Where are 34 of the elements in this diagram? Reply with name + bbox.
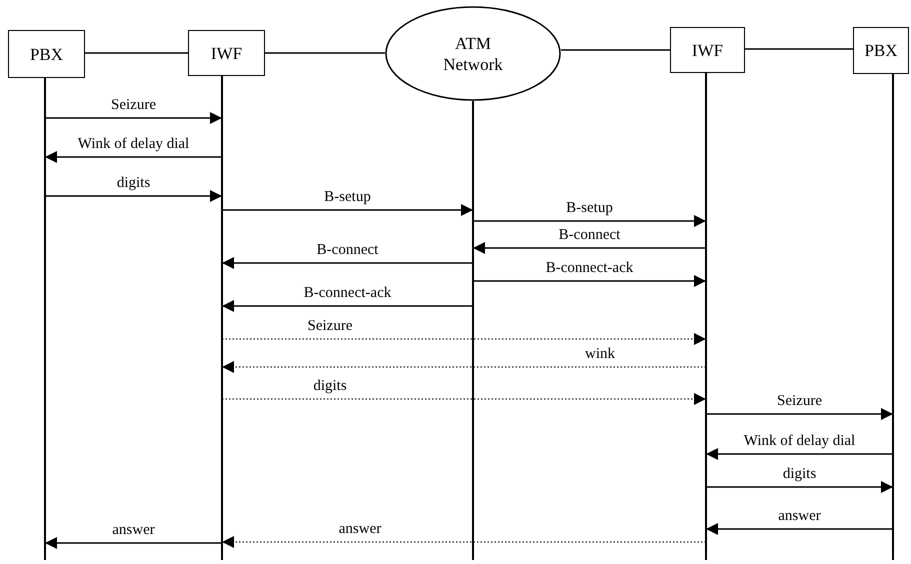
message-arrow bbox=[706, 481, 893, 493]
connector-line bbox=[85, 52, 188, 54]
message-arrow bbox=[706, 448, 893, 460]
node-label: IWF bbox=[210, 42, 242, 64]
message-arrow bbox=[222, 333, 706, 345]
message-arrow bbox=[706, 523, 893, 535]
edge-label: Wink of delay dial bbox=[742, 433, 858, 450]
message-arrow bbox=[45, 151, 222, 163]
edge-label: digits bbox=[780, 466, 818, 483]
edge-label: Wink of delay dial bbox=[76, 136, 192, 153]
edge-label: digits bbox=[311, 378, 349, 395]
edge-label: B-setup bbox=[322, 189, 373, 206]
message-arrow bbox=[45, 537, 222, 549]
message-arrow bbox=[222, 393, 706, 405]
node-label: PBX bbox=[864, 40, 898, 61]
edge-label: B-setup bbox=[564, 200, 615, 217]
node-label: PBX bbox=[30, 44, 64, 64]
node-label: IWF bbox=[692, 40, 724, 60]
message-arrow bbox=[45, 112, 222, 124]
message-arrow bbox=[222, 257, 473, 269]
message-arrow bbox=[706, 408, 893, 420]
message-arrow bbox=[473, 215, 706, 227]
connector-line bbox=[265, 52, 385, 54]
connector-line bbox=[745, 48, 853, 50]
edge-label: digits bbox=[114, 175, 152, 192]
message-arrow bbox=[473, 275, 706, 287]
message-arrow bbox=[45, 190, 222, 202]
message-arrow bbox=[222, 204, 473, 216]
message-arrow bbox=[473, 242, 706, 254]
message-arrow bbox=[222, 536, 706, 548]
message-arrow bbox=[222, 300, 473, 312]
node-label: ATM Network bbox=[442, 32, 504, 74]
message-arrow bbox=[222, 361, 706, 373]
connector-line bbox=[561, 49, 670, 51]
